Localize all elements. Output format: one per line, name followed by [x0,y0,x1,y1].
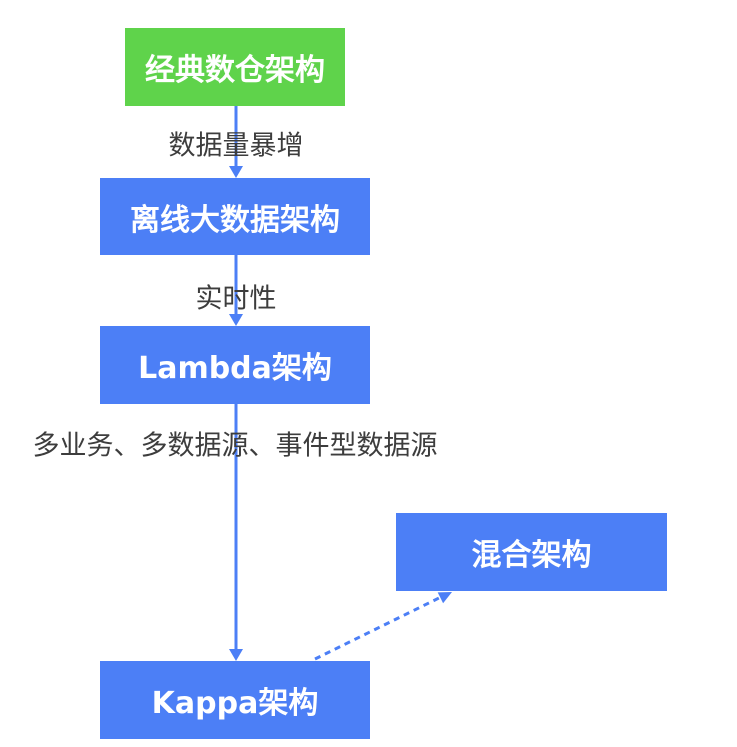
node-offline-big-data: 离线大数据架构 [100,178,370,255]
arrowhead-offline-to-lambda [229,314,243,326]
edge-label-real-time: 实时性 [195,283,277,315]
node-hybrid-architecture: 混合架构 [396,513,667,591]
arrowhead-classic-to-offline [229,166,243,178]
dashed-arrow-kappa-to-hybrid [314,595,442,661]
edge-label-multi-source: 多业务、多数据源、事件型数据源 [32,430,438,462]
arrowhead-kappa-to-hybrid [437,592,452,604]
node-classic-data-warehouse: 经典数仓架构 [125,28,345,106]
node-kappa-architecture: Kappa架构 [100,661,370,739]
edge-label-data-volume-surge: 数据量暴增 [168,130,304,162]
arrowhead-lambda-to-kappa [229,649,243,661]
node-lambda-architecture: Lambda架构 [100,326,370,404]
